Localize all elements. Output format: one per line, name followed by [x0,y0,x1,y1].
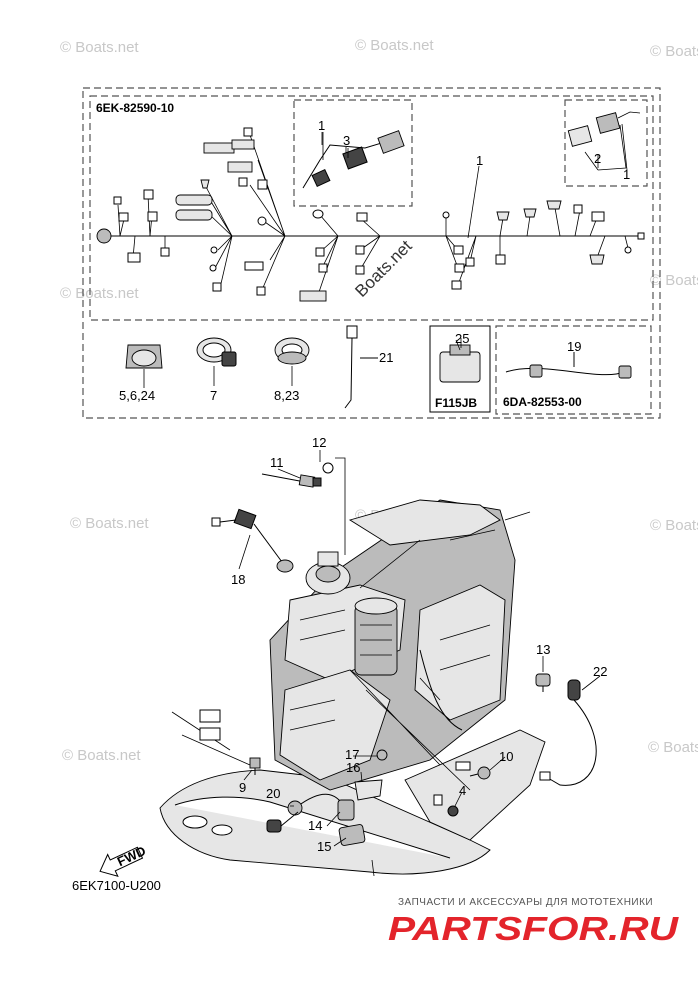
callout-7: 7 [210,388,217,403]
callout-11: 11 [270,455,284,470]
lead-22 [539,679,597,786]
callout-2: 2 [594,151,601,166]
fwd-arrow: FWD [99,843,148,878]
callout-21: 21 [379,350,393,365]
callout-13: 13 [536,642,550,657]
watermark-3: © Boats.net [650,43,698,60]
shop-brand: PARTSFOR.RU [388,910,679,947]
gasket-12 [322,462,334,474]
plate-15 [338,824,366,846]
clamp-8-23 [274,337,310,365]
callout-15: 15 [317,839,331,854]
bolt-10 [469,766,491,780]
kit-code-top: 6EK-82590-10 [96,101,174,115]
callout-1-harness: 1 [476,153,483,168]
callout-25: 25 [455,331,469,346]
clamp-7 [196,337,237,367]
clamp-5-6-24 [125,344,163,369]
callout-3: 3 [343,133,350,148]
callout-9: 9 [239,780,246,795]
callout-1-subassembly: 1 [318,118,325,133]
cable-tie-21 [344,325,378,409]
callout-18: 18 [231,572,245,587]
sensor-13 [535,673,551,692]
shop-tagline: ЗАПЧАСТИ И АКСЕССУАРЫ ДЛЯ МОТОТЕХНИКИ [398,897,653,908]
connector-assembly-2 [567,111,641,171]
callout-16: 16 [346,760,360,775]
callout-20: 20 [266,786,280,801]
watermark-6: © Boats.net [70,515,149,532]
sensor-lead-assembly [302,130,405,189]
callout-1-connector: 1 [623,167,630,182]
connector-25 [439,339,481,383]
connector-box-code: F115JB [435,396,477,410]
watermark-9: © Boats.net [62,747,141,764]
kit-frames [82,87,661,419]
harness-frame [89,95,654,321]
callout-5-6-24: 5,6,24 [119,388,155,403]
watermark-4: © Boats.net [60,285,139,302]
fwd-label: FWD [115,843,148,869]
shop-banner: ЗАПЧАСТИ И АКСЕССУАРЫ ДЛЯ МОТОТЕХНИКИ PA… [388,897,679,947]
bolt-17 [376,749,388,761]
sensor-11 [261,473,322,488]
callout-19: 19 [567,339,581,354]
bolt-9 [249,757,261,775]
callouts: 1 3 1 2 1 25 19 21 5,6,24 7 8,23 12 11 1… [119,118,630,854]
subassembly-frame-2 [564,99,648,187]
callout-4: 4 [459,783,466,798]
bolt-4 [447,805,459,817]
callout-17: 17 [345,747,359,762]
leader-lines [143,123,628,877]
temperature-sensor-18 [211,508,294,573]
watermark-1: © Boats.net [60,39,139,56]
bracket-16 [354,779,383,801]
callout-12: 12 [312,435,326,450]
callout-8-23: 8,23 [274,388,299,403]
callout-14: 14 [308,818,322,833]
watermark-8: © Boats.net [650,517,698,534]
kit-frame-25 [429,325,491,413]
kit-outer-frame [82,87,661,419]
watermark-10: © Boats.net [648,739,698,756]
subassembly-frame-3 [293,99,413,207]
lead-19 [505,352,632,379]
engine-block [159,499,546,875]
kit-code-bottom: 6DA-82553-00 [503,395,582,409]
watermark-5: © Boats.net [650,272,698,289]
callout-22: 22 [593,664,607,679]
wire-harness [96,127,645,302]
diagram-code: 6EK7100-U200 [72,878,161,893]
callout-10: 10 [499,749,513,764]
lead-14-20 [266,793,355,833]
watermark-2: © Boats.net [355,37,434,54]
kit-frame-19 [495,325,652,415]
